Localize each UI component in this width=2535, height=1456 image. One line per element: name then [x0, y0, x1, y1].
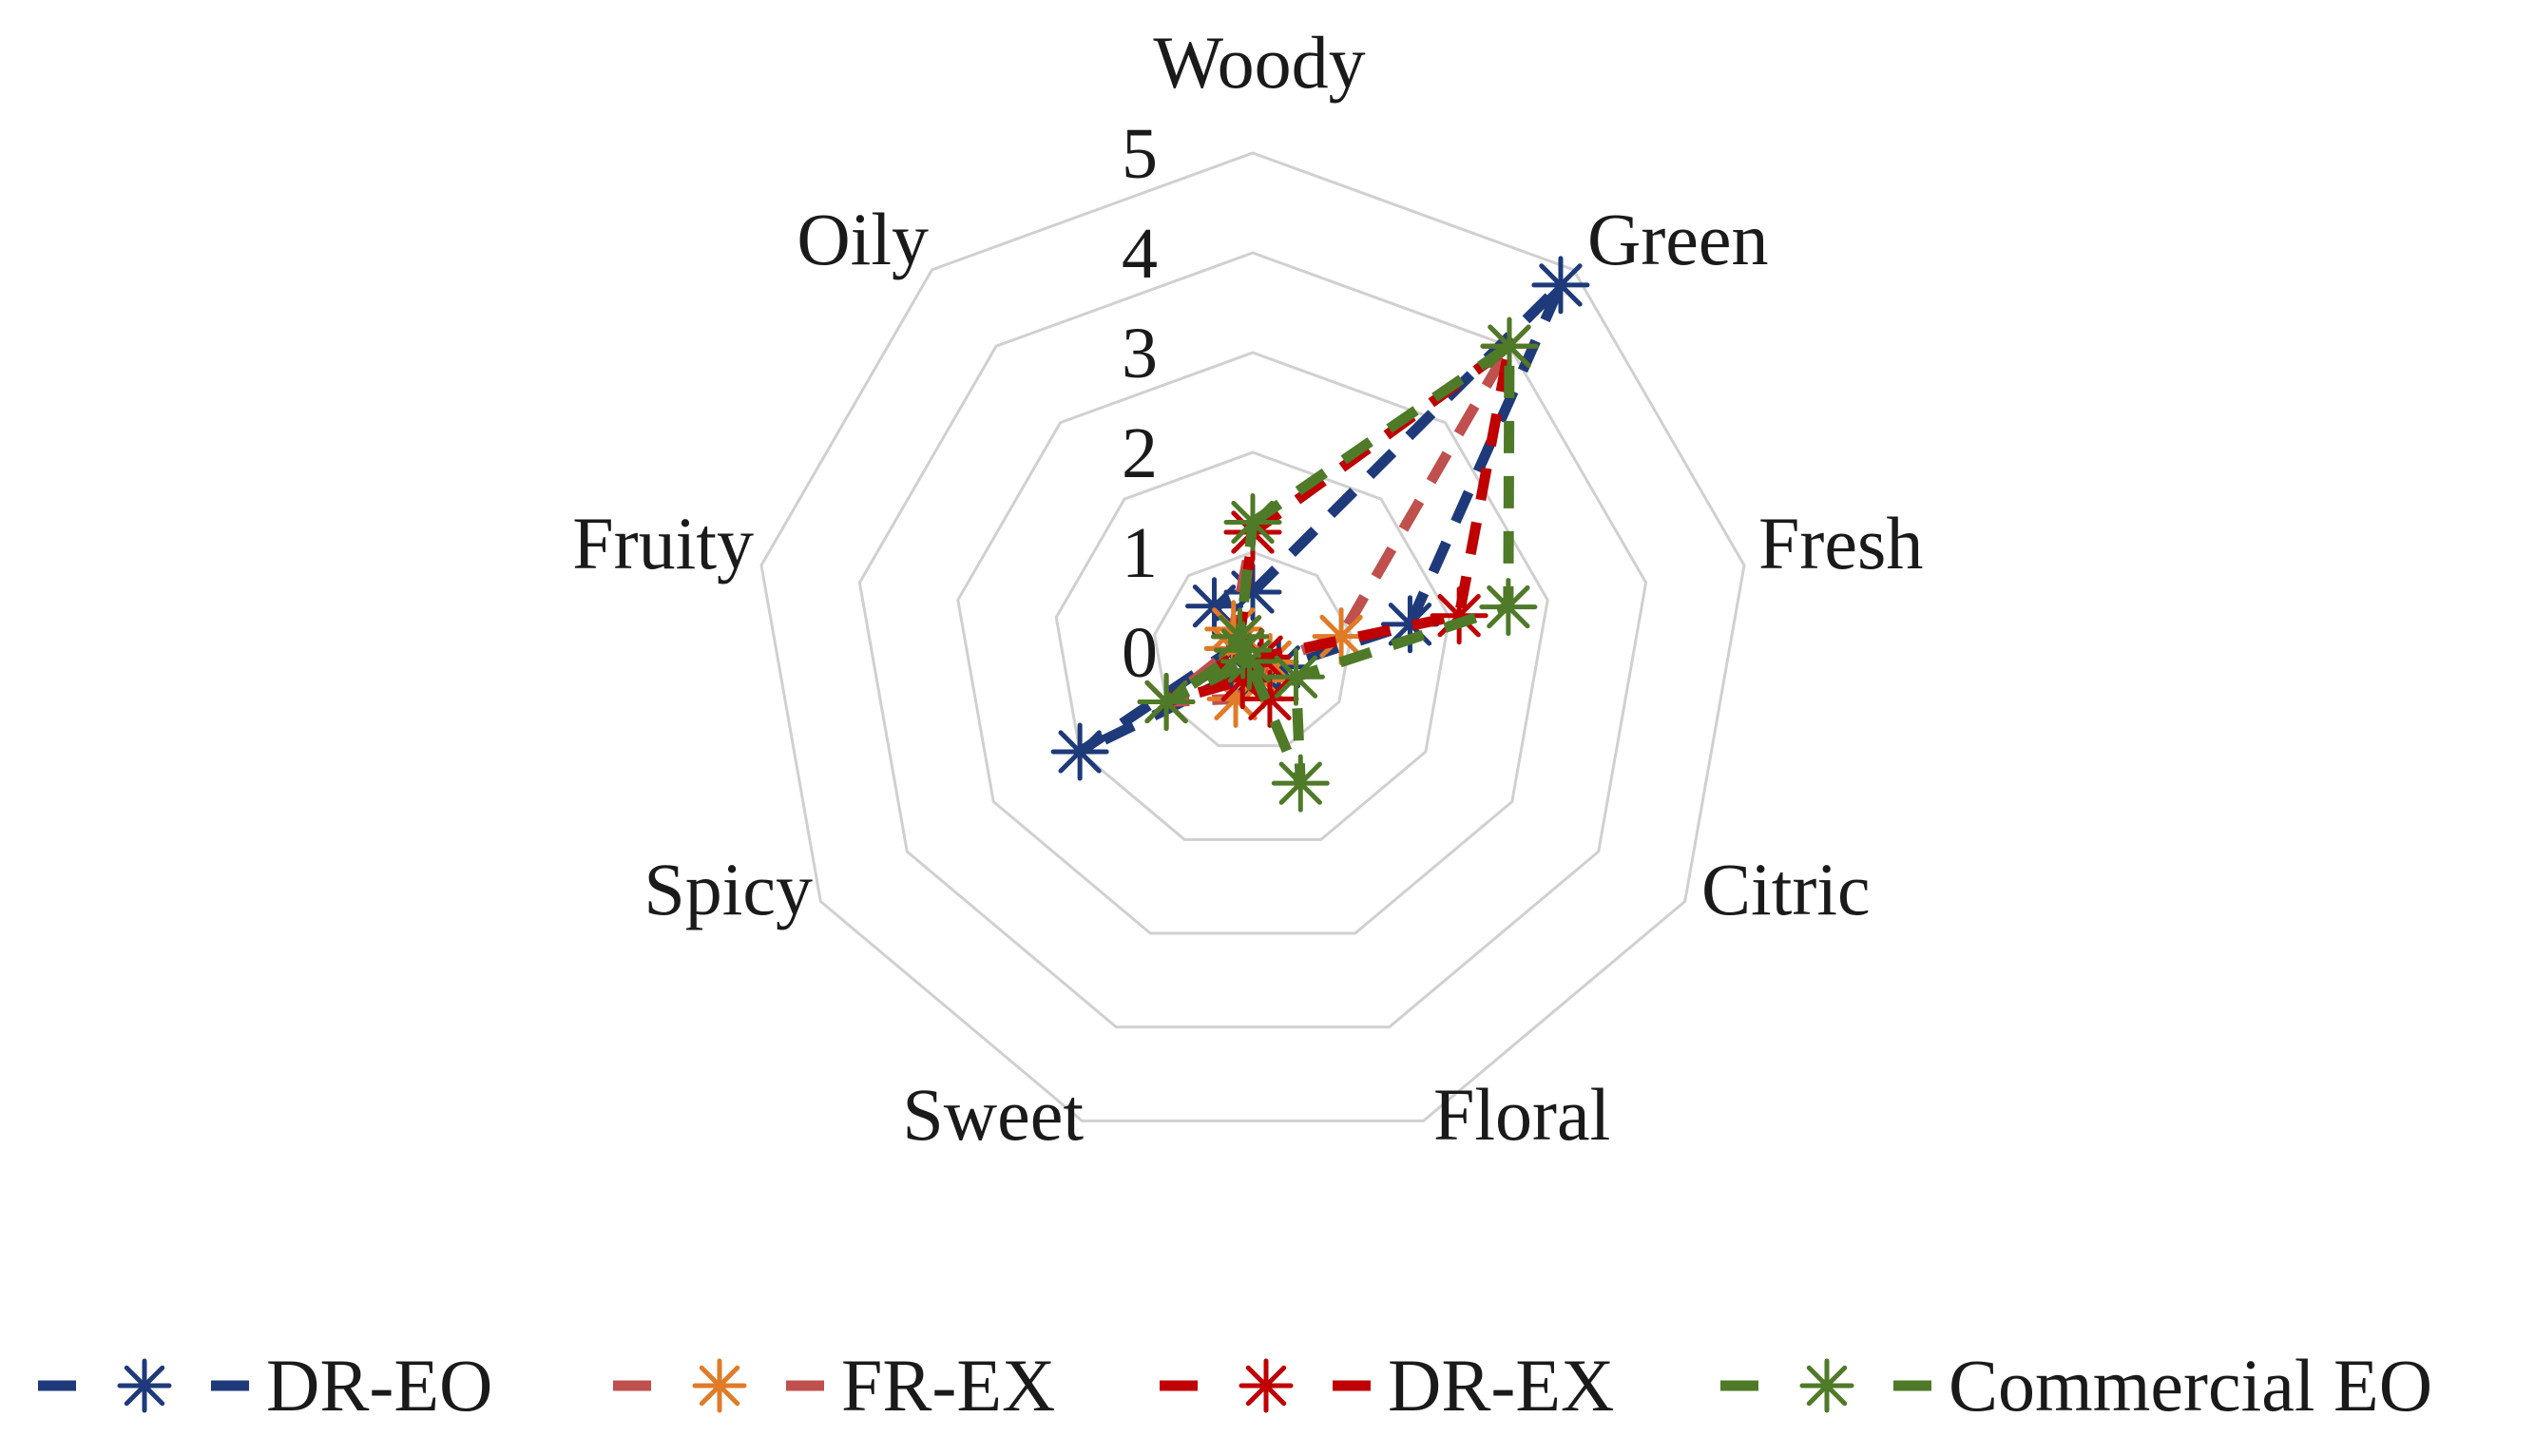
marker-commercial-eo-oily — [1211, 607, 1270, 666]
legend-label-dr-eo: DR-EO — [266, 1344, 492, 1427]
legend-item-dr-eo: DR-EO — [38, 1344, 492, 1427]
legend-marker-commercial-eo — [1799, 1358, 1854, 1413]
marker-dr-eo-green — [1531, 256, 1590, 315]
tick-label-0: 0 — [1122, 613, 1158, 693]
tick-label-5: 5 — [1122, 114, 1158, 194]
legend-item-commercial-eo: Commercial EO — [1720, 1344, 2432, 1427]
legend-marker-dr-eo — [117, 1358, 172, 1413]
marker-commercial-eo-spicy — [1137, 673, 1196, 731]
legend-label-fr-ex: FR-EX — [841, 1344, 1055, 1427]
marker-commercial-eo-citric — [1266, 647, 1325, 706]
grid-ring-3 — [956, 351, 1549, 935]
legend-label-commercial-eo: Commercial EO — [1949, 1344, 2432, 1427]
axis-label-floral: Floral — [1433, 1073, 1610, 1156]
axis-label-oily: Oily — [797, 198, 929, 280]
legend-marker-fr-ex — [692, 1358, 747, 1413]
axis-label-fruity: Fruity — [572, 502, 754, 584]
axis-label-fresh: Fresh — [1758, 502, 1923, 584]
marker-commercial-eo-floral — [1271, 754, 1330, 813]
legend-item-fr-ex: FR-EX — [613, 1344, 1055, 1427]
legend-item-dr-ex: DR-EX — [1160, 1344, 1614, 1427]
axis-label-green: Green — [1587, 198, 1769, 280]
grid-ring-2 — [1054, 450, 1451, 841]
series-commercial-eo — [1137, 316, 1539, 813]
legend-marker-dr-ex — [1239, 1358, 1294, 1413]
tick-label-4: 4 — [1122, 214, 1158, 294]
series-line-dr-eo — [1074, 279, 1566, 757]
series-group — [1050, 256, 1590, 813]
marker-commercial-eo-green — [1480, 316, 1539, 375]
marker-dr-ex-fresh — [1430, 586, 1488, 645]
legend: DR-EO FR-EX DR-EX Commercial EO — [38, 1344, 2432, 1427]
axis-label-citric: Citric — [1701, 848, 1871, 930]
axis-label-sweet: Sweet — [902, 1073, 1084, 1156]
marker-commercial-eo-fresh — [1479, 578, 1538, 637]
radar-grid — [759, 151, 1746, 1122]
grid-ring-5 — [759, 151, 1746, 1122]
legend-label-dr-ex: DR-EX — [1388, 1344, 1614, 1427]
tick-label-3: 3 — [1122, 314, 1158, 393]
grid-ring-4 — [857, 251, 1648, 1029]
tick-label-1: 1 — [1122, 513, 1158, 593]
series-dr-ex — [1137, 316, 1539, 731]
axis-label-woody: Woody — [1153, 21, 1365, 104]
tick-label-2: 2 — [1122, 413, 1158, 493]
grid-ring-1 — [1153, 550, 1353, 748]
tick-labels: 0 1 2 3 4 5 — [1122, 114, 1158, 693]
marker-commercial-eo-woody — [1223, 493, 1282, 551]
axis-label-spicy: Spicy — [643, 848, 813, 930]
marker-dr-eo-spicy — [1050, 722, 1109, 781]
